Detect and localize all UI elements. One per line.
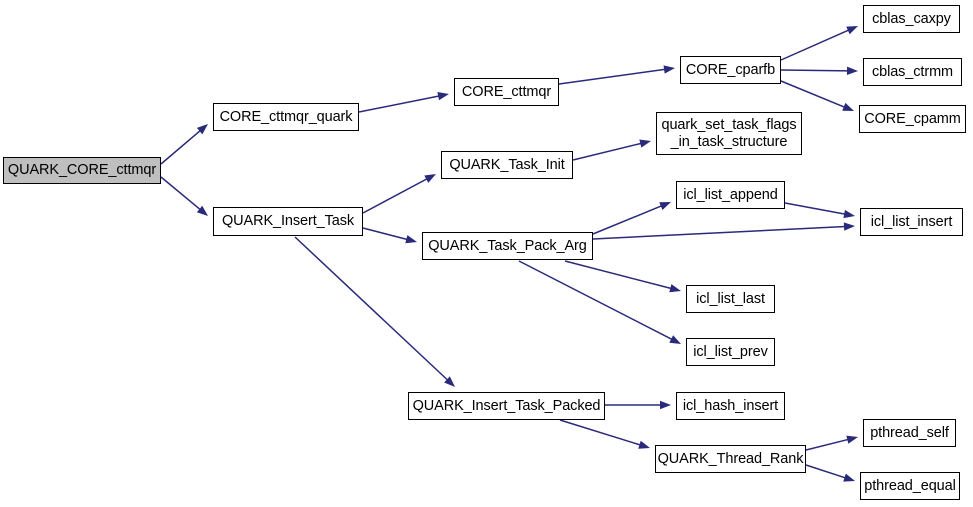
node-label-icl_list_prev: icl_list_prev — [693, 343, 768, 360]
node-label-core_cpamm: CORE_cpamm — [864, 110, 961, 127]
node-icl_list_append[interactable]: icl_list_append — [676, 181, 785, 209]
node-label-quark_insert_task_packed: QUARK_Insert_Task_Packed — [412, 397, 601, 414]
edge-core_cparfb-to-cblas_ctrmm — [780, 66, 858, 76]
edge-quark_core_cttmqr-to-quark_insert_task — [160, 176, 208, 216]
node-label-icl_list_insert: icl_list_insert — [870, 213, 953, 230]
node-icl_list_insert[interactable]: icl_list_insert — [860, 208, 963, 236]
node-core_cttmqr[interactable]: CORE_cttmqr — [454, 78, 559, 106]
node-label-cblas_ctrmm: cblas_ctrmm — [871, 63, 954, 80]
node-quark_insert_task[interactable]: QUARK_Insert_Task — [213, 207, 363, 236]
node-icl_list_prev[interactable]: icl_list_prev — [686, 338, 775, 366]
node-label-quark_core_cttmqr: QUARK_CORE_cttmqr — [7, 162, 157, 179]
node-icl_hash_insert[interactable]: icl_hash_insert — [676, 392, 785, 420]
node-label-pthread_self: pthread_self — [870, 424, 949, 441]
node-quark_task_pack_arg[interactable]: QUARK_Task_Pack_Arg — [422, 232, 593, 260]
node-label-quark_task_pack_arg: QUARK_Task_Pack_Arg — [428, 237, 587, 254]
edge-quark_thread_rank-to-pthread_self — [805, 435, 858, 451]
node-icl_list_last[interactable]: icl_list_last — [686, 285, 775, 313]
node-quark_task_init[interactable]: QUARK_Task_Init — [441, 151, 573, 179]
edge-quark_task_pack_arg-to-icl_list_prev — [518, 260, 681, 344]
node-cblas_ctrmm[interactable]: cblas_ctrmm — [863, 58, 962, 86]
edge-core_cparfb-to-cblas_caxpy — [780, 26, 858, 61]
edge-quark_thread_rank-to-pthread_equal — [805, 464, 855, 482]
edge-quark_task_pack_arg-to-icl_list_last — [564, 260, 681, 293]
edge-quark_insert_task-to-quark_task_init — [362, 174, 436, 214]
node-quark_thread_rank[interactable]: QUARK_Thread_Rank — [655, 445, 806, 473]
node-core_cpamm[interactable]: CORE_cpamm — [859, 105, 966, 133]
node-label-cblas_caxpy: cblas_caxpy — [872, 10, 951, 27]
node-core_cparfb[interactable]: CORE_cparfb — [680, 56, 781, 84]
node-quark_insert_task_packed[interactable]: QUARK_Insert_Task_Packed — [408, 392, 605, 420]
node-pthread_equal[interactable]: pthread_equal — [860, 472, 960, 500]
node-label-icl_list_append: icl_list_append — [683, 186, 778, 203]
node-quark_set_task_flags[interactable]: quark_set_task_flags _in_task_structure — [656, 112, 802, 155]
node-quark_core_cttmqr[interactable]: QUARK_CORE_cttmqr — [3, 157, 161, 184]
edge-quark_task_pack_arg-to-icl_list_append — [592, 202, 671, 235]
node-label-quark_thread_rank: QUARK_Thread_Rank — [657, 450, 804, 467]
node-label-core_cttmqr_quark: CORE_cttmqr_quark — [219, 108, 353, 125]
node-cblas_caxpy[interactable]: cblas_caxpy — [863, 5, 960, 33]
edge-quark_insert_task-to-quark_task_pack_arg — [362, 227, 417, 244]
node-core_cttmqr_quark[interactable]: CORE_cttmqr_quark — [213, 103, 359, 131]
edge-core_cttmqr-to-core_cparfb — [558, 65, 675, 85]
edge-quark_task_init-to-quark_set_task_flags — [572, 139, 651, 161]
node-label-pthread_equal: pthread_equal — [864, 477, 956, 494]
node-label-core_cttmqr: CORE_cttmqr — [461, 83, 552, 100]
edge-quark_core_cttmqr-to-core_cttmqr_quark — [160, 124, 208, 165]
node-label-core_cparfb: CORE_cparfb — [685, 61, 776, 78]
edge-icl_list_append-to-icl_list_insert — [784, 202, 855, 219]
edge-quark_task_pack_arg-to-icl_list_insert — [592, 222, 855, 240]
node-label-quark_insert_task: QUARK_Insert_Task — [221, 213, 355, 230]
node-label-quark_set_task_flags: quark_set_task_flags _in_task_structure — [661, 117, 797, 150]
edge-quark_insert_task_packed-to-icl_hash_insert — [605, 400, 671, 410]
edge-core_cttmqr_quark-to-core_cttmqr — [358, 92, 449, 113]
node-pthread_self[interactable]: pthread_self — [863, 419, 956, 447]
node-label-quark_task_init: QUARK_Task_Init — [449, 156, 565, 173]
node-label-icl_list_last: icl_list_last — [696, 290, 765, 307]
edge-core_cparfb-to-core_cpamm — [780, 80, 854, 111]
edge-quark_insert_task_packed-to-quark_thread_rank — [559, 419, 650, 449]
node-label-icl_hash_insert: icl_hash_insert — [682, 397, 779, 414]
